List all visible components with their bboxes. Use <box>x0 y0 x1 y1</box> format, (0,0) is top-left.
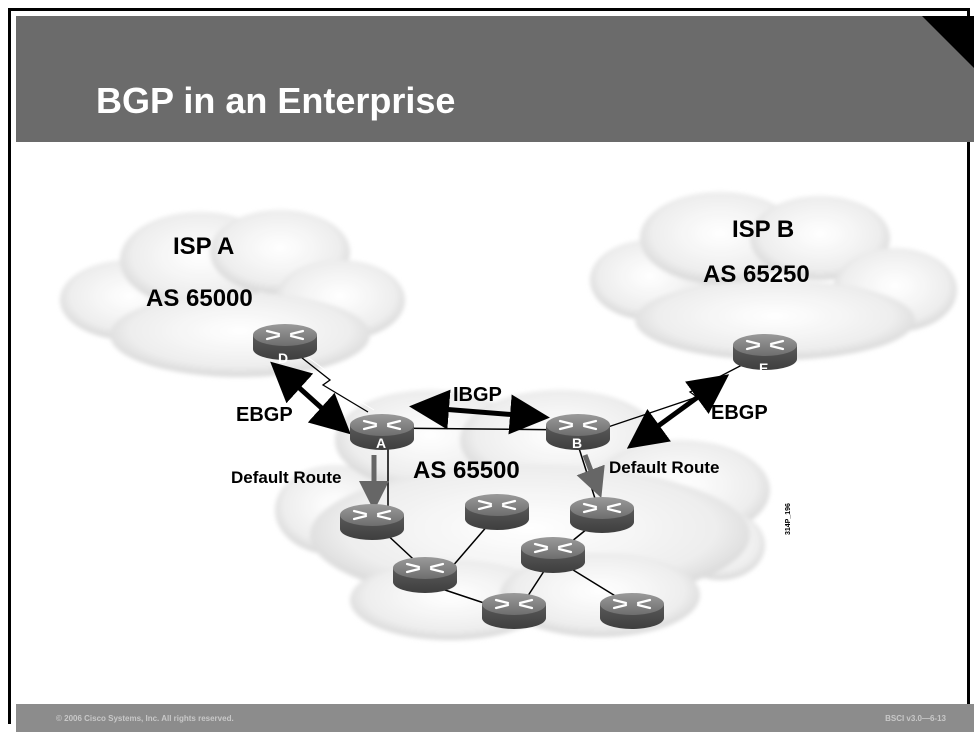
default-route-arrow-b <box>576 454 605 499</box>
router-label-a: A <box>376 435 386 451</box>
ebgp-label-a: EBGP <box>236 404 293 426</box>
isp-a-as: AS 65000 <box>146 285 253 312</box>
isp-a-name: ISP A <box>173 233 234 260</box>
router-b-icon <box>546 414 610 450</box>
corner-triangle <box>922 16 974 68</box>
router-icon <box>600 593 664 629</box>
isp-b-name: ISP B <box>732 216 794 243</box>
router-label-b: B <box>572 435 582 451</box>
default-route-label-b: Default Route <box>609 458 720 477</box>
router-d-icon <box>253 324 317 360</box>
isp-b-as: AS 65250 <box>703 261 810 288</box>
ibgp-label: IBGP <box>453 384 502 406</box>
footer-copyright: © 2006 Cisco Systems, Inc. All rights re… <box>56 714 234 723</box>
ebgp-label-b: EBGP <box>711 402 768 424</box>
router-icon <box>340 504 404 540</box>
router-icon <box>521 537 585 573</box>
default-route-label-a: Default Route <box>231 468 342 487</box>
enterprise-as: AS 65500 <box>413 457 520 484</box>
router-label-e: E <box>759 360 768 376</box>
isp-b-cloud <box>590 192 957 360</box>
footer-course-code: BSCI v3.0—6-13 <box>885 714 946 723</box>
router-icon <box>465 494 529 530</box>
slide-title: BGP in an Enterprise <box>96 80 456 121</box>
router-a-icon <box>350 414 414 450</box>
ebgp-arrow-b <box>626 374 730 449</box>
router-icon <box>393 557 457 593</box>
router-icon <box>570 497 634 533</box>
router-e-icon <box>733 334 797 370</box>
footer-band <box>16 704 974 732</box>
ebgp-arrow-a <box>270 361 351 435</box>
header-band <box>16 16 974 142</box>
ibgp-arrow <box>409 389 550 435</box>
figure-code: 314P_196 <box>785 503 792 535</box>
router-icon <box>482 593 546 629</box>
router-label-d: D <box>278 350 288 366</box>
